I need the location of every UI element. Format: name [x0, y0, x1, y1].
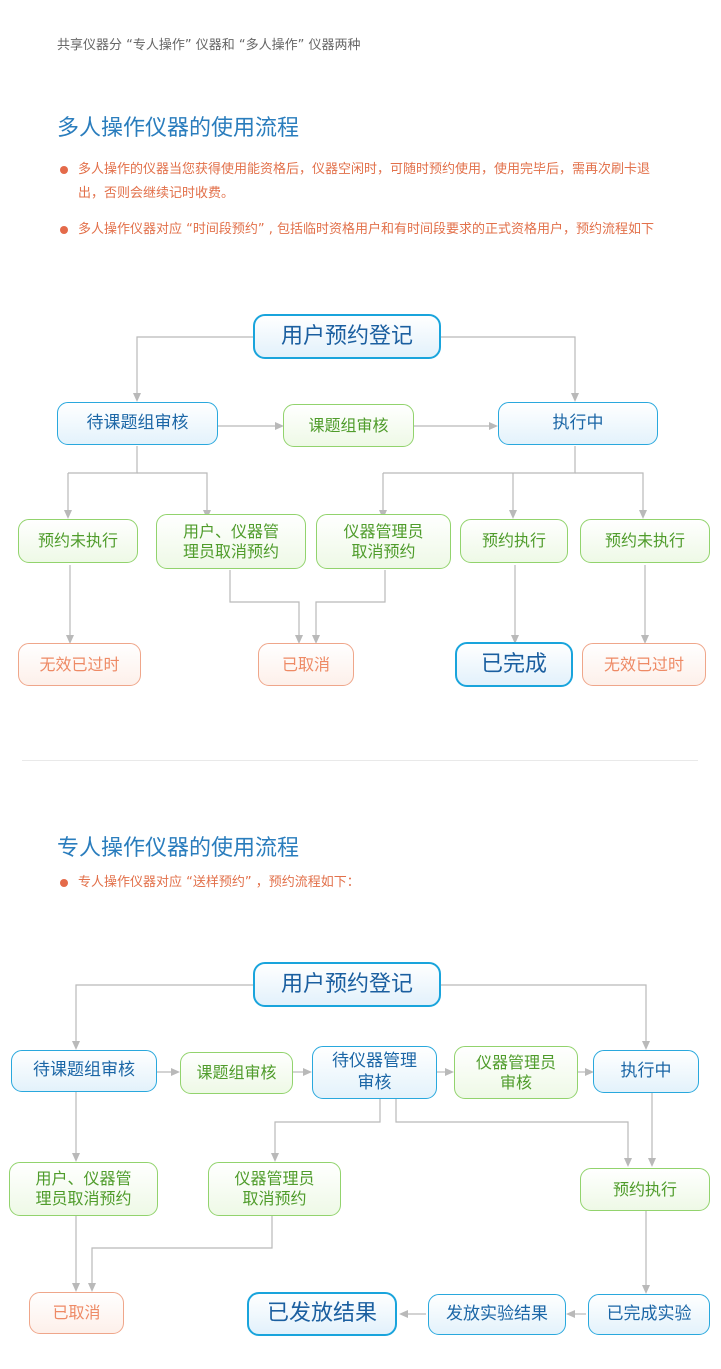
node2-user-admin-cancel: 用户、仪器管 理员取消预约	[9, 1162, 158, 1216]
section2-bullet: 专人操作仪器对应 “送样预约” ，预约流程如下：	[60, 871, 670, 895]
section2-title: 专人操作仪器的使用流程	[57, 836, 300, 861]
node-register: 用户预约登记	[253, 314, 441, 359]
node2-release-results: 发放实验结果	[428, 1294, 566, 1335]
bullet-dot-icon	[60, 879, 68, 887]
node2-experiment-done: 已完成实验	[588, 1294, 710, 1335]
node2-register: 用户预约登记	[253, 962, 441, 1007]
section-divider	[22, 760, 698, 761]
node-not-executed-left: 预约未执行	[18, 519, 138, 563]
node-pending-group-review: 待课题组审核	[57, 402, 218, 445]
bullet-text: 专人操作仪器对应 “送样预约” ，预约流程如下：	[78, 875, 360, 890]
node-invalid-right: 无效已过时	[582, 643, 706, 686]
node2-results-released: 已发放结果	[247, 1292, 397, 1336]
node-not-executed-right: 预约未执行	[580, 519, 710, 563]
node2-admin-cancel: 仪器管理员 取消预约	[208, 1162, 341, 1216]
section2-bullets: 专人操作仪器对应 “送样预约” ，预约流程如下：	[60, 871, 670, 895]
node-executing: 执行中	[498, 402, 658, 445]
bullet-text: 多人操作仪器对应 “时间段预约” , 包括临时资格用户和有时间段要求的正式资格用…	[78, 222, 654, 237]
section1-title: 多人操作仪器的使用流程	[57, 116, 300, 141]
node2-pending-admin-review: 待仪器管理 审核	[312, 1046, 437, 1099]
node2-cancelled: 已取消	[29, 1292, 124, 1334]
section1-bullet: 多人操作的仪器当您获得使用能资格后，仪器空闲时，可随时预约使用，使用完毕后，需再…	[60, 158, 670, 206]
node2-pending-group-review: 待课题组审核	[11, 1050, 157, 1092]
node2-executing: 执行中	[593, 1050, 699, 1093]
node-completed: 已完成	[455, 642, 573, 687]
bullet-text: 多人操作的仪器当您获得使用能资格后，仪器空闲时，可随时预约使用，使用完毕后，需再…	[78, 162, 651, 201]
node2-admin-review: 仪器管理员 审核	[454, 1046, 578, 1099]
node2-group-review: 课题组审核	[180, 1052, 293, 1094]
node-executed: 预约执行	[460, 519, 568, 563]
bullet-dot-icon	[60, 226, 68, 234]
node2-executed: 预约执行	[580, 1168, 710, 1211]
flow1-connectors	[64, 336, 649, 644]
node-group-review: 课题组审核	[283, 404, 414, 447]
node-invalid-left: 无效已过时	[18, 643, 141, 686]
section1-bullets: 多人操作的仪器当您获得使用能资格后，仪器空闲时，可随时预约使用，使用完毕后，需再…	[60, 158, 670, 242]
node-user-admin-cancel: 用户、仪器管 理员取消预约	[156, 514, 306, 569]
node-admin-cancel: 仪器管理员 取消预约	[316, 514, 451, 569]
intro-text: 共享仪器分 “专人操作” 仪器和 “多人操作” 仪器两种	[57, 38, 361, 53]
section1-bullet: 多人操作仪器对应 “时间段预约” , 包括临时资格用户和有时间段要求的正式资格用…	[60, 218, 670, 242]
bullet-dot-icon	[60, 166, 68, 174]
node-cancelled: 已取消	[258, 643, 354, 686]
